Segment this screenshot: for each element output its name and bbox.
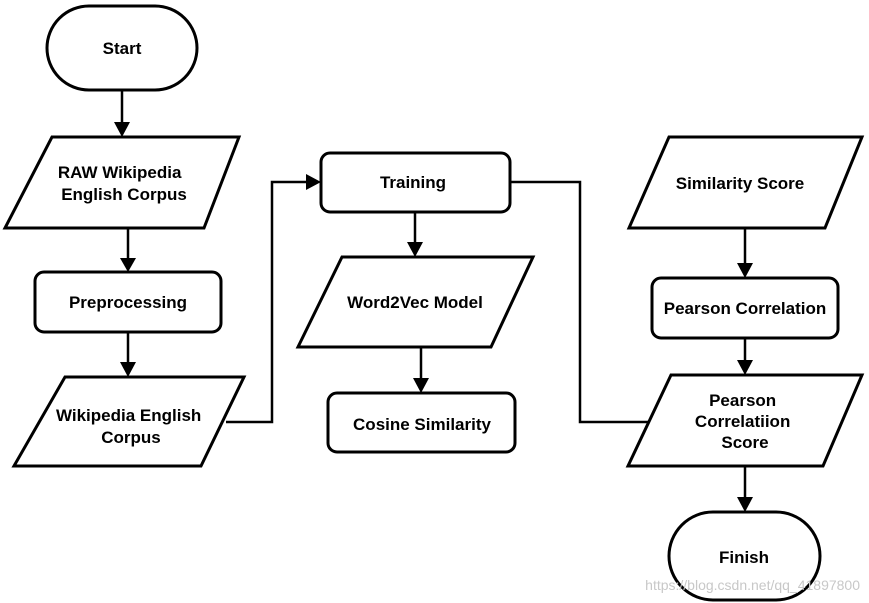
node-wiki-corpus-line-2: Corpus: [101, 428, 161, 447]
edge-training-to-pearson-score: [510, 180, 648, 424]
node-raw-corpus-line-1: RAW Wikipedia: [58, 163, 182, 182]
node-pearson-score-label: Pearson Correlatiion Score: [695, 391, 795, 452]
node-word2vec: Word2Vec Model: [295, 255, 536, 349]
edges: [114, 90, 753, 512]
edge-raw-corpus-to-preprocessing: [120, 228, 136, 272]
node-preprocessing-label: Preprocessing: [69, 293, 187, 312]
node-raw-corpus: RAW Wikipedia English Corpus: [2, 135, 242, 230]
node-finish-label: Finish: [719, 548, 769, 567]
edge-word2vec-to-cosine: [413, 347, 429, 393]
edge-pearson-to-pearson-score: [737, 338, 753, 375]
edge-preprocessing-to-wiki-corpus: [120, 333, 136, 377]
node-similarity-score-label: Similarity Score: [676, 174, 805, 193]
node-pearson-score-line-3: Score: [721, 433, 768, 452]
node-word2vec-label: Word2Vec Model: [347, 293, 483, 312]
node-training: Training: [319, 151, 512, 214]
node-cosine-label: Cosine Similarity: [353, 415, 491, 434]
node-cosine: Cosine Similarity: [326, 391, 517, 454]
edge-wiki-corpus-to-training: [226, 174, 321, 424]
node-pearson-score: Pearson Correlatiion Score: [625, 373, 865, 468]
edge-pearson-score-to-finish: [737, 466, 753, 512]
node-pearson: Pearson Correlation: [650, 276, 840, 340]
node-finish: Finish: [667, 510, 822, 602]
node-raw-corpus-label: RAW Wikipedia English Corpus: [58, 163, 187, 204]
node-pearson-score-line-2: Correlatiion: [695, 412, 790, 431]
edge-start-to-raw-corpus: [114, 90, 130, 137]
watermark-text: https://blog.csdn.net/qq_41897800: [645, 577, 860, 593]
node-wiki-corpus-label: Wikipedia English Corpus: [56, 406, 206, 447]
node-wiki-corpus: Wikipedia English Corpus: [11, 375, 247, 468]
node-start-label: Start: [103, 39, 142, 58]
edge-training-to-word2vec: [407, 212, 423, 257]
node-wiki-corpus-line-1: Wikipedia English: [56, 406, 201, 425]
node-training-label: Training: [380, 173, 446, 192]
node-pearson-score-line-1: Pearson: [709, 391, 776, 410]
node-raw-corpus-line-2: English Corpus: [61, 185, 187, 204]
edge-similarity-to-pearson: [737, 228, 753, 278]
node-preprocessing: Preprocessing: [33, 270, 223, 334]
node-pearson-label: Pearson Correlation: [664, 299, 827, 318]
node-similarity-score: Similarity Score: [626, 135, 865, 230]
node-start: Start: [45, 4, 199, 92]
